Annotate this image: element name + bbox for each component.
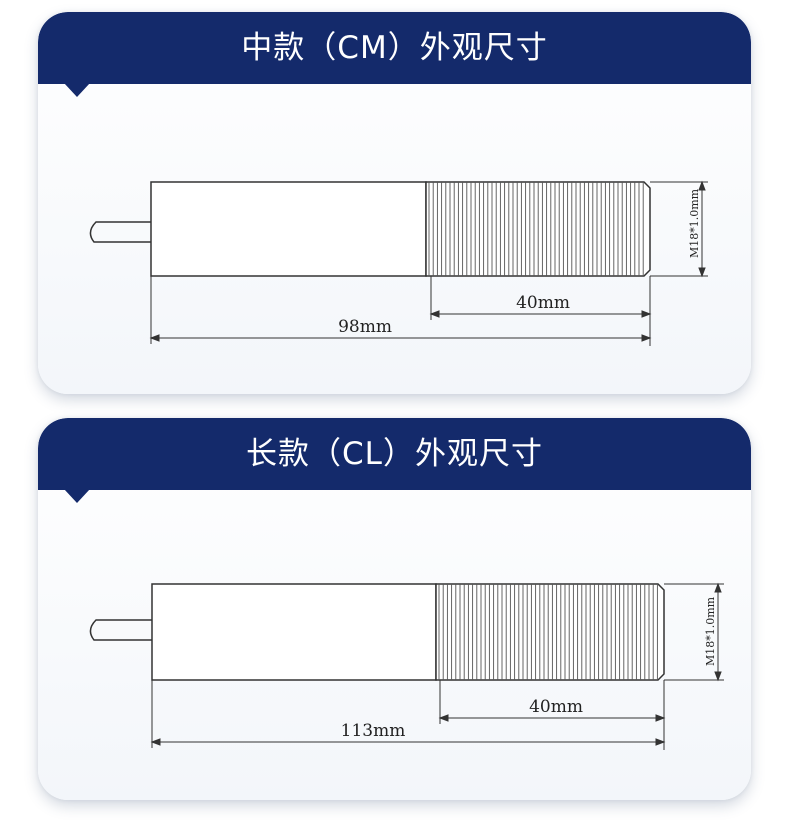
header-notch <box>64 489 90 503</box>
cable <box>89 221 151 243</box>
thread-label: M18*1.0mm <box>704 596 717 666</box>
total-length-dimension <box>150 680 666 748</box>
sensor-body <box>150 181 427 277</box>
sensor-drawing-cm: M18*1.0mm 40mm 98mm <box>89 180 708 346</box>
sensor-drawing-cl: M18*1.0mm 40mm 113mm <box>89 582 724 750</box>
cable <box>89 619 152 641</box>
panel-cm: 中款（CM）外观尺寸 M18*1.0mm 40mm <box>38 12 751 394</box>
panel-header <box>38 418 751 490</box>
total-length-label: 113mm <box>341 721 406 741</box>
panel-cl: 长款（CL）外观尺寸 M18*1.0mm 40mm <box>38 418 751 800</box>
thread-length-dimension <box>438 680 666 750</box>
thread-section <box>425 181 651 277</box>
total-length-label: 98mm <box>338 317 392 337</box>
thread-length-label: 40mm <box>529 697 583 717</box>
sensor-body <box>151 583 437 681</box>
diameter-dimension <box>650 180 708 278</box>
thread-length-dimension <box>429 276 652 346</box>
thread-length-label: 40mm <box>516 293 570 313</box>
panel-title: 中款（CM）外观尺寸 <box>241 30 548 66</box>
thread-section <box>435 583 665 681</box>
header-notch <box>64 83 90 97</box>
panel-header <box>38 12 751 84</box>
diameter-dimension <box>664 582 724 682</box>
thread-label: M18*1.0mm <box>688 188 701 258</box>
panel-title: 长款（CL）外观尺寸 <box>246 436 543 472</box>
total-length-dimension <box>149 276 652 344</box>
thread-outline <box>435 583 665 681</box>
